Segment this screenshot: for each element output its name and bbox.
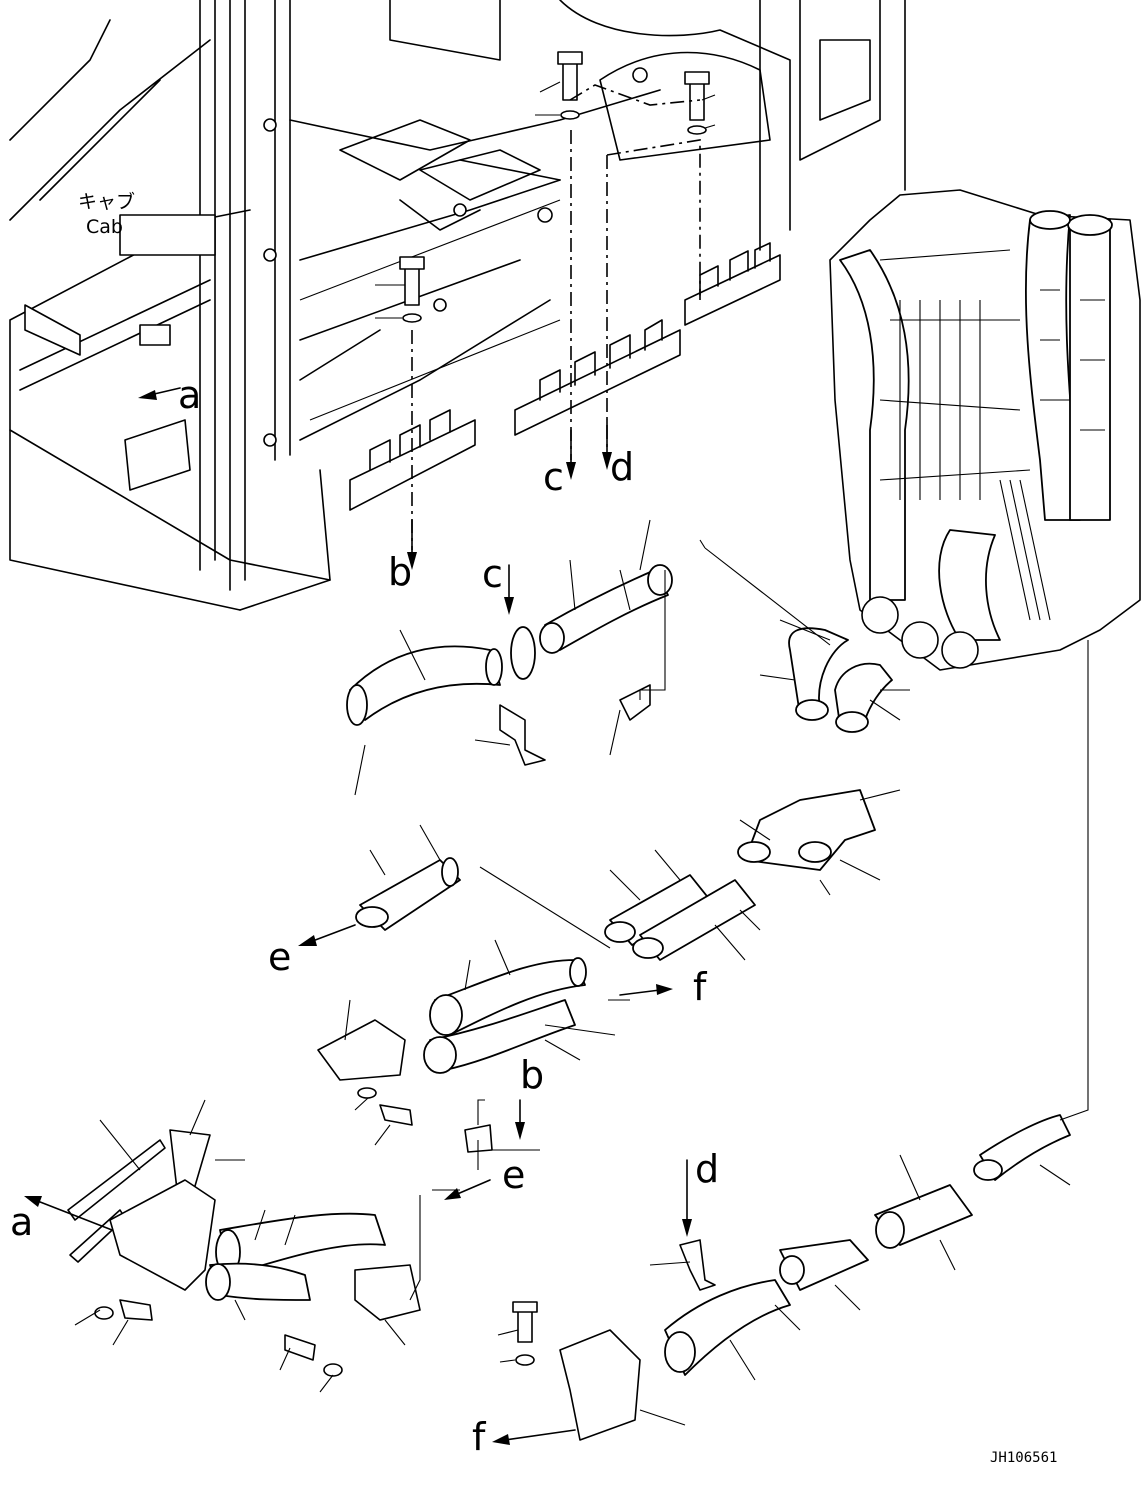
- cab-bolts: [375, 51, 716, 323]
- callout-a-lower: a: [10, 1200, 33, 1244]
- callout-b-lower: b: [520, 1053, 544, 1097]
- duct-set-middle: [317, 957, 1071, 1181]
- duct-set-upper: [346, 564, 893, 961]
- cab-frame: [9, 0, 906, 611]
- callout-e-lower: e: [502, 1153, 525, 1197]
- callout-b-upper: b: [388, 550, 412, 594]
- callout-f-upper: f: [693, 965, 708, 1009]
- arrows-lower: [24, 924, 692, 1445]
- cab-label-en: Cab: [86, 216, 123, 238]
- duct-set-lower: [67, 1129, 973, 1441]
- callout-c-upper: c: [543, 455, 564, 499]
- cab-label-jp: キャブ: [78, 190, 135, 213]
- drawing-code: JH106561: [990, 1450, 1057, 1466]
- engine-assembly: [829, 189, 1141, 671]
- centerlines: [411, 84, 701, 550]
- callout-c-lower: c: [482, 552, 503, 596]
- callout-a-upper: a: [178, 373, 201, 417]
- callout-d-lower: d: [695, 1147, 719, 1191]
- leader-lines: [74, 519, 1089, 1426]
- arrows-upper: [138, 387, 612, 615]
- mounting-bracket-row: [349, 242, 781, 511]
- callout-e-upper: e: [268, 935, 291, 979]
- callout-f-lower: f: [472, 1415, 487, 1459]
- callout-d-upper: d: [610, 445, 634, 489]
